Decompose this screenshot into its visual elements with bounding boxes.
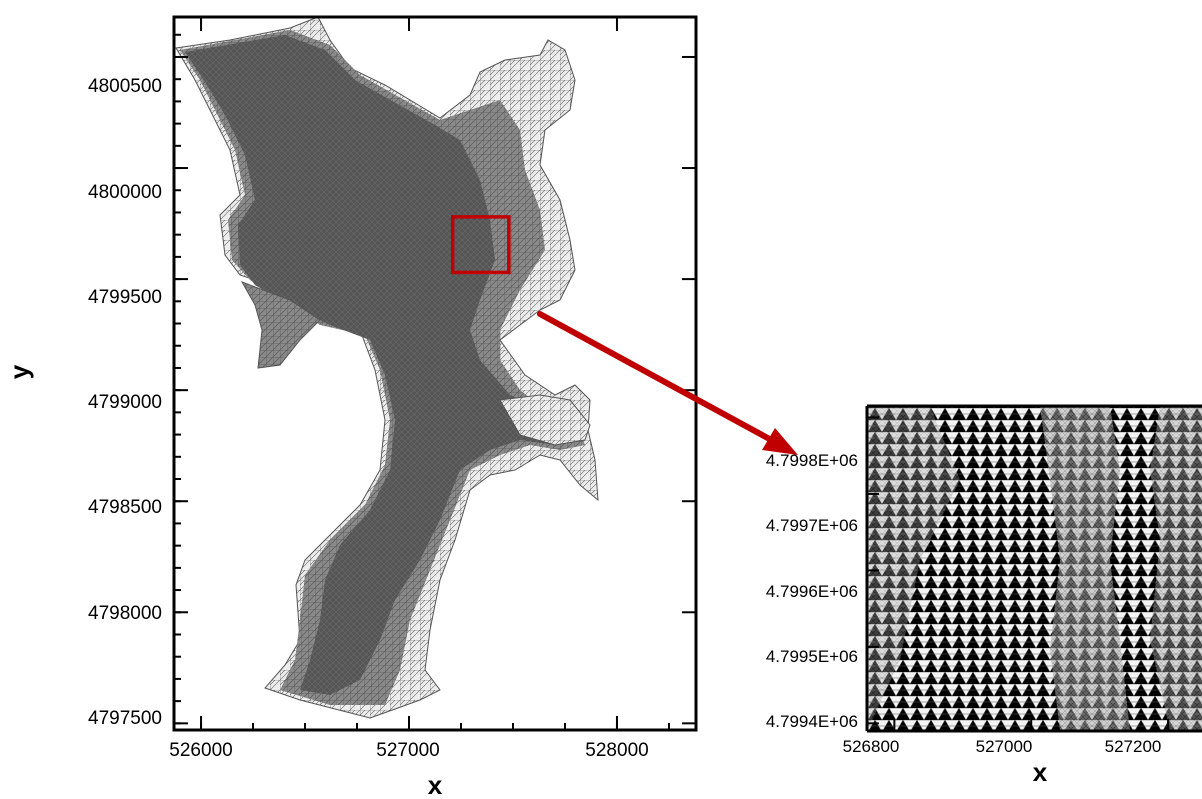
main-ytick-label: 4798500 bbox=[88, 497, 162, 518]
zoom-xtick-label: 527200 bbox=[1105, 737, 1162, 756]
main-xtick-label: 526000 bbox=[169, 740, 232, 761]
mesh-east-arm bbox=[499, 394, 591, 446]
zoom-ytick-label: 4.7994E+06 bbox=[766, 712, 858, 731]
zoom-arrow-head bbox=[762, 428, 798, 455]
zoom-box bbox=[450, 215, 511, 275]
zoom-ytick-label: 4.7996E+06 bbox=[766, 582, 858, 601]
main-ytick-label: 4799000 bbox=[88, 392, 162, 413]
main-plot: 4800500 4800000 4799500 4799000 4798500 … bbox=[4, 15, 698, 799]
zoom-xtick-label: 526800 bbox=[843, 737, 900, 756]
main-xtick-label: 527000 bbox=[376, 740, 439, 761]
zoom-ytick-label: 4.7995E+06 bbox=[766, 647, 858, 666]
mesh-west-inlet bbox=[240, 281, 321, 369]
mesh-dense-core bbox=[185, 35, 580, 695]
river-mesh bbox=[175, 17, 599, 719]
zoom-mesh bbox=[867, 406, 1202, 731]
main-axis-ticks bbox=[174, 17, 696, 730]
zoom-mesh-dense-band bbox=[1040, 406, 1130, 731]
zoom-x-axis-title: x bbox=[1033, 757, 1048, 787]
zoom-arrow-line bbox=[537, 311, 778, 445]
main-xtick-label: 528000 bbox=[585, 740, 648, 761]
zoom-mesh-left-band bbox=[867, 406, 960, 731]
main-ytick-label: 4800500 bbox=[88, 76, 162, 97]
zoom-arrow bbox=[537, 311, 798, 455]
main-ytick-label: 4797500 bbox=[88, 708, 162, 729]
zoom-mesh-right-band bbox=[1150, 406, 1202, 731]
main-ytick-label: 4800000 bbox=[88, 182, 162, 203]
zoom-axis-ticks bbox=[867, 416, 1170, 731]
zoom-plot: 4.7998E+06 4.7997E+06 4.7996E+06 4.7995E… bbox=[766, 404, 1202, 787]
zoom-ytick-label: 4.7998E+06 bbox=[766, 451, 858, 470]
zoom-ytick-label: 4.7997E+06 bbox=[766, 516, 858, 535]
zoom-xtick-label: 527000 bbox=[976, 737, 1033, 756]
main-ytick-label: 4798000 bbox=[88, 603, 162, 624]
main-ytick-label: 4799500 bbox=[88, 287, 162, 308]
main-plot-frame bbox=[172, 15, 698, 732]
main-x-axis-title: x bbox=[428, 770, 443, 799]
main-y-axis-title: y bbox=[4, 364, 34, 379]
